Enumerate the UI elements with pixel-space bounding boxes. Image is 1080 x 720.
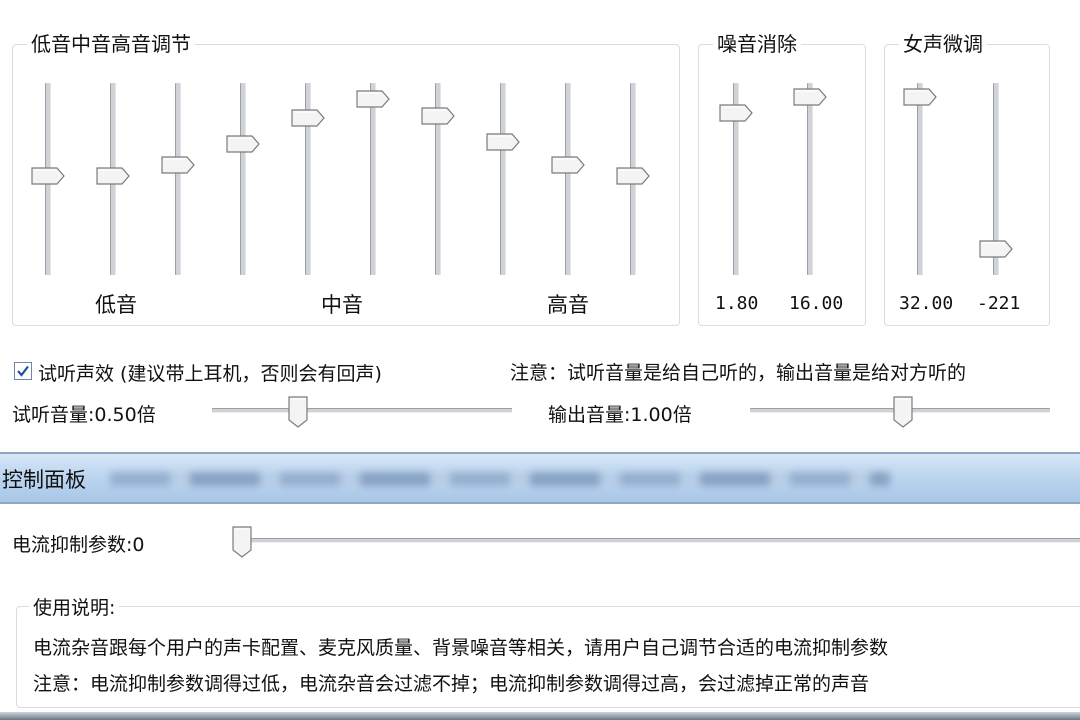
current-suppression-label: 电流抑制参数:0 [12,534,145,556]
eq-slider-track-8[interactable] [500,83,506,275]
eq-slider-thumb-7[interactable] [421,107,455,125]
noise-slider-track-1[interactable] [733,83,739,275]
current-suppression-thumb[interactable] [232,526,252,558]
noise-value-2: 16.00 [789,293,844,314]
eq-slider-track-9[interactable] [565,83,571,275]
noise-group-title: 噪音消除 [713,31,801,57]
vocal-group: 女声微调 32.00 -221 [884,31,1050,326]
eq-slider-thumb-9[interactable] [551,156,585,174]
eq-slider-track-4[interactable] [240,83,246,275]
window-bottom-edge [0,712,1080,720]
eq-slider-thumb-3[interactable] [161,156,195,174]
noise-slider-track-2[interactable] [807,83,813,275]
control-panel-title: 控制面板 [2,468,86,492]
instructions-line-2: 注意：电流抑制参数调得过低，电流杂音会过滤不掉；电流抑制参数调得过高，会过滤掉正… [33,673,870,695]
preview-volume-label: 试听音量:0.50倍 [12,404,156,426]
eq-slider-thumb-10[interactable] [616,166,650,185]
preview-checkbox-label[interactable]: 试听声效 (建议带上耳机，否则会有回声) [38,363,382,385]
eq-slider-thumb-6[interactable] [356,90,390,108]
vocal-value-1: 32.00 [899,293,954,314]
preview-volume-track[interactable] [212,408,512,413]
control-panel-bar: 控制面板 [0,452,1080,504]
checkmark-icon [17,365,29,377]
vocal-slider-track-1[interactable] [917,83,923,275]
eq-slider-thumb-2[interactable] [96,166,130,185]
noise-group: 噪音消除 1.80 16.00 [698,31,866,326]
instructions-group: 使用说明: 电流杂音跟每个用户的声卡配置、麦克风质量、背景噪音等相关，请用户自己… [16,593,1080,708]
preview-checkbox[interactable] [14,362,32,380]
eq-slider-thumb-4[interactable] [226,135,260,153]
volume-note: 注意：试听音量是给自己听的，输出音量是给对方听的 [510,362,967,384]
vocal-value-2: -221 [977,293,1021,314]
eq-slider-thumb-5[interactable] [291,109,325,127]
preview-volume-thumb[interactable] [287,396,308,428]
eq-slider-track-6[interactable] [370,83,376,275]
eq-group: 低音中音高音调节 低音 中音 高音 [12,31,680,326]
current-suppression-track[interactable] [236,538,1080,543]
blurred-toolbar [110,472,890,486]
eq-slider-track-7[interactable] [435,83,441,275]
band-label-bass: 低音 [95,293,137,317]
noise-slider-thumb-1[interactable] [719,104,753,122]
eq-slider-thumb-1[interactable] [31,166,65,185]
eq-slider-thumb-8[interactable] [486,133,520,152]
noise-value-1: 1.80 [715,293,759,314]
vocal-slider-track-2[interactable] [993,83,999,275]
vocal-slider-thumb-1[interactable] [903,88,937,106]
output-volume-thumb[interactable] [893,396,913,428]
eq-slider-track-3[interactable] [175,83,181,275]
instructions-line-1: 电流杂音跟每个用户的声卡配置、麦克风质量、背景噪音等相关，请用户自己调节合适的电… [33,637,889,659]
eq-slider-track-5[interactable] [305,83,311,275]
band-label-treble: 高音 [547,293,589,317]
output-volume-label: 输出音量:1.00倍 [548,404,692,426]
vocal-slider-thumb-2[interactable] [979,239,1013,258]
instructions-title: 使用说明: [29,593,120,620]
band-label-mid: 中音 [321,293,363,317]
noise-slider-thumb-2[interactable] [793,88,827,106]
vocal-group-title: 女声微调 [899,31,987,57]
eq-group-title: 低音中音高音调节 [27,31,195,57]
